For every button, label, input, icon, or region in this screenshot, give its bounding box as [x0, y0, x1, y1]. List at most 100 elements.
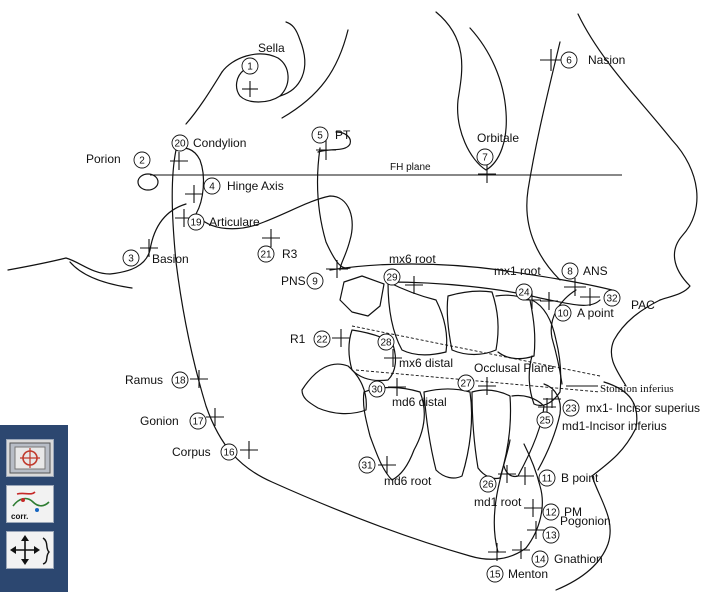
svg-text:30: 30 — [371, 385, 383, 396]
svg-text:27: 27 — [460, 379, 472, 390]
cross-pac — [580, 288, 600, 306]
cross-orbitale — [478, 165, 496, 183]
svg-text:2: 2 — [139, 156, 145, 167]
label-pns: PNS — [281, 274, 306, 288]
cross-pogonion — [527, 521, 545, 539]
sigmoid-notch-coronoid — [196, 196, 352, 270]
cross-pns — [326, 260, 348, 278]
label-orbitale: Orbitale — [477, 131, 519, 145]
svg-text:8: 8 — [567, 267, 573, 278]
cross-incisor-superius — [543, 390, 561, 408]
cross-gonion — [206, 408, 224, 426]
soft-tissue-chin — [556, 476, 610, 590]
svg-text:4: 4 — [209, 182, 215, 193]
frontal-nasal-bone — [527, 42, 560, 280]
num-circle-1: 1 — [242, 58, 258, 74]
label-occlusal-plane: Occlusal Plane — [474, 361, 554, 375]
svg-text:5: 5 — [317, 131, 323, 142]
num-circle-20: 20 — [172, 135, 188, 151]
svg-text:14: 14 — [534, 555, 546, 566]
num-circle-30: 30 — [369, 381, 385, 397]
label-condylion: Condylion — [193, 136, 246, 150]
cross-r1 — [332, 329, 350, 347]
cross-gnathion — [512, 541, 530, 559]
svg-text:22: 22 — [316, 335, 328, 346]
label-md6-distal: md6 distal — [392, 395, 447, 409]
label-pogonion: Pogonion — [560, 514, 611, 528]
cross-md6-root — [378, 456, 396, 474]
svg-text:16: 16 — [223, 448, 235, 459]
svg-text:28: 28 — [380, 338, 392, 349]
label-a-point: A point — [577, 306, 614, 320]
cross-a-point — [540, 292, 558, 310]
cross-occlusal — [478, 377, 496, 395]
num-circle-12: 12 — [543, 504, 559, 520]
label-b-point: B point — [561, 471, 599, 485]
svg-text:13: 13 — [545, 531, 557, 542]
num-circle-27: 27 — [458, 375, 474, 391]
num-circle-7: 7 — [477, 149, 493, 165]
crosshair-target-icon — [7, 440, 53, 476]
num-circle-9: 9 — [307, 273, 323, 289]
landmark-numbers: 1 2 3 4 5 6 7 8 9 10 11 12 13 14 15 16 1… — [123, 52, 620, 582]
num-circle-18: 18 — [172, 372, 188, 388]
cross-ramus — [190, 370, 208, 388]
cross-md6-distal — [388, 378, 406, 396]
label-menton: Menton — [508, 567, 548, 581]
label-r3: R3 — [282, 247, 298, 261]
svg-text:7: 7 — [482, 153, 488, 164]
dorsum-sellae — [280, 22, 305, 96]
svg-text:25: 25 — [539, 416, 551, 427]
upper-premolar-2 — [496, 295, 535, 358]
svg-text:15: 15 — [489, 570, 501, 581]
cross-r3 — [262, 229, 280, 247]
clivus-upper — [186, 72, 222, 124]
svg-text:24: 24 — [518, 288, 530, 299]
cross-md1-root — [498, 465, 516, 483]
label-md6-root: md6 root — [384, 474, 432, 488]
label-mx6-root: mx6 root — [389, 252, 436, 266]
label-porion: Porion — [86, 152, 121, 166]
cross-sella — [242, 81, 258, 97]
svg-text:3: 3 — [128, 254, 134, 265]
svg-text:12: 12 — [545, 508, 557, 519]
corr-label: corr. — [11, 512, 28, 521]
num-circle-23: 23 — [563, 400, 579, 416]
sphenoid-line — [282, 30, 348, 118]
num-circle-31: 31 — [359, 457, 375, 473]
correction-tool-button[interactable]: corr. — [6, 485, 54, 523]
num-circle-14: 14 — [532, 551, 548, 567]
cross-pm — [524, 499, 542, 517]
num-circle-22: 22 — [314, 331, 330, 347]
svg-text:17: 17 — [192, 417, 204, 428]
label-incisor-superius: mx1- Incisor superius — [586, 401, 700, 415]
svg-text:1: 1 — [247, 62, 253, 73]
num-circle-25: 25 — [537, 412, 553, 428]
lower-premolar-2 — [472, 390, 511, 479]
svg-text:31: 31 — [361, 461, 373, 472]
label-nasion: Nasion — [588, 53, 625, 67]
svg-text:19: 19 — [190, 218, 202, 229]
fh-plane-label: FH plane — [390, 162, 431, 173]
num-circle-3: 3 — [123, 250, 139, 266]
target-tool-button[interactable] — [6, 439, 54, 477]
cross-nasion — [540, 49, 562, 71]
svg-text:32: 32 — [606, 294, 618, 305]
ear-rod — [138, 174, 158, 190]
pterygomaxillary — [318, 148, 350, 268]
label-stomion-inferius: Stomion inferius — [600, 383, 674, 395]
cross-condylion — [170, 152, 188, 170]
num-circle-15: 15 — [487, 566, 503, 582]
num-circle-8: 8 — [562, 263, 578, 279]
move-tool-button[interactable] — [6, 531, 54, 569]
num-circle-17: 17 — [190, 413, 206, 429]
num-circle-4: 4 — [204, 178, 220, 194]
label-basion: Basion — [152, 252, 189, 266]
label-mx1-root: mx1 root — [494, 264, 541, 278]
svg-text:9: 9 — [312, 277, 318, 288]
num-circle-16: 16 — [221, 444, 237, 460]
svg-text:18: 18 — [174, 376, 186, 387]
label-gnathion: Gnathion — [554, 552, 603, 566]
num-circle-13: 13 — [543, 527, 559, 543]
